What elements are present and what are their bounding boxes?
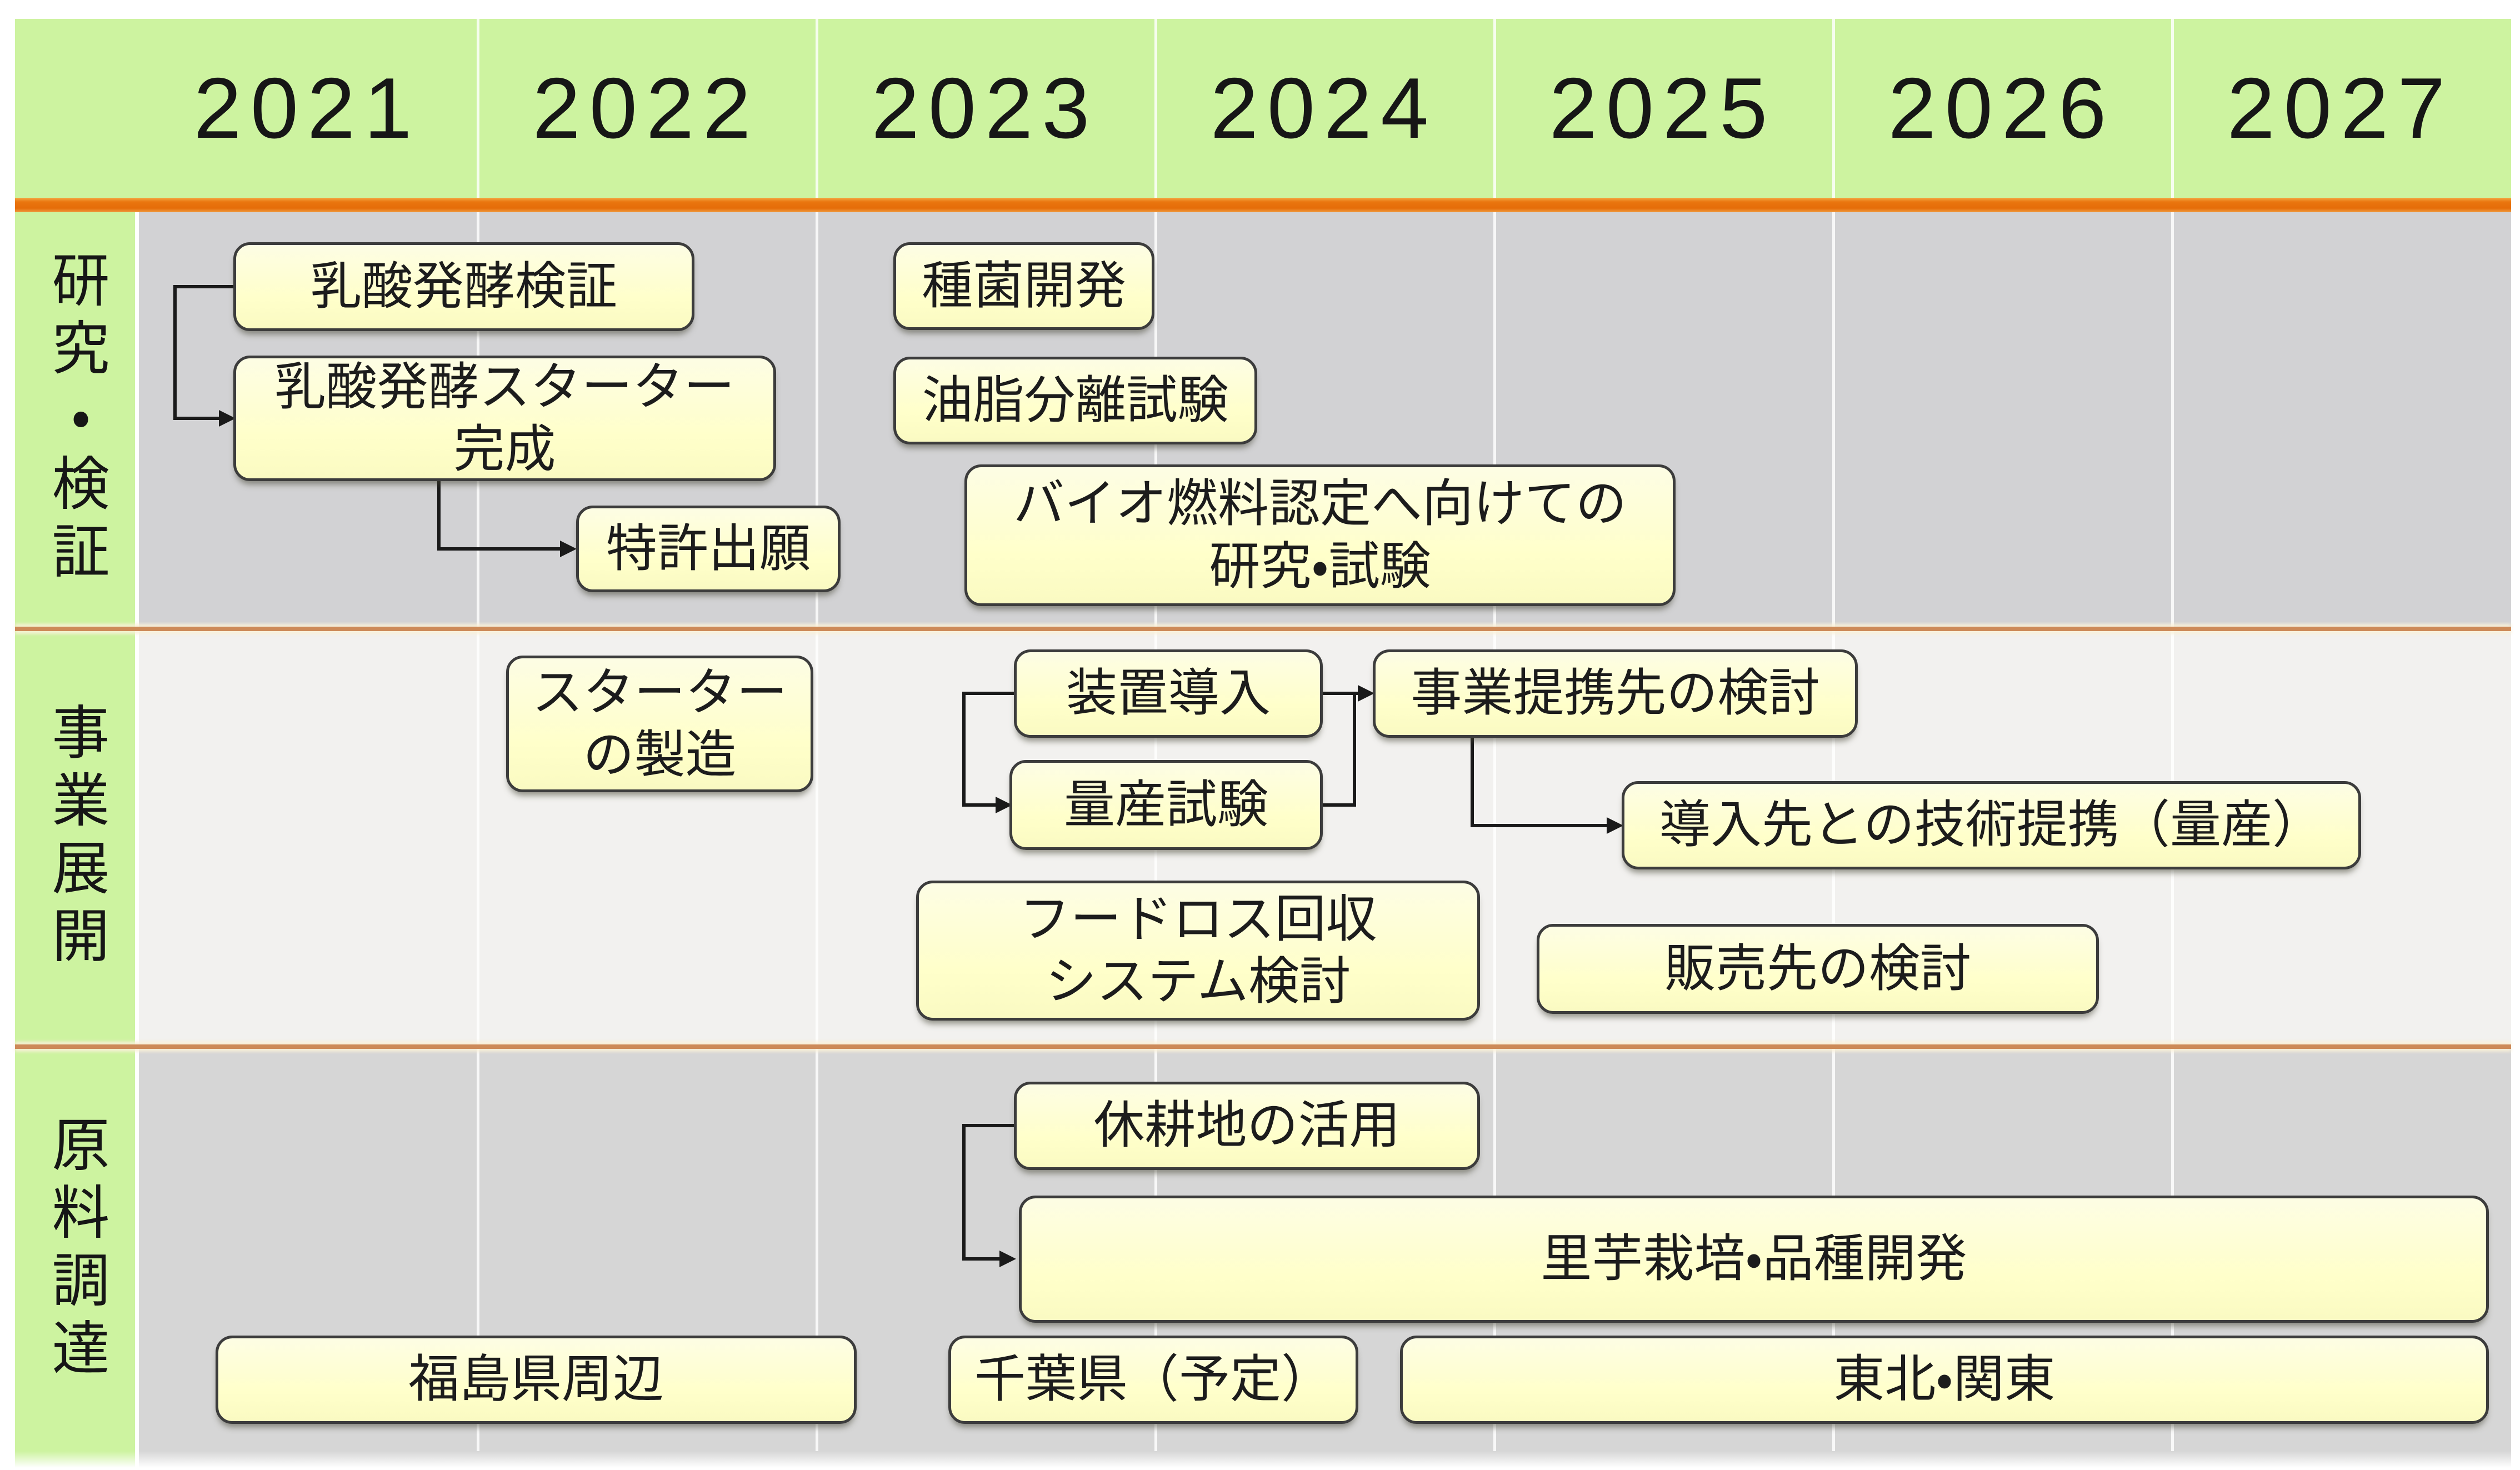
box-label: 事業提携先の検討: [1411, 665, 1820, 722]
box-equipment-introduction: 装置導入: [1014, 649, 1323, 738]
box-oil-separation-test: 油脂分離試験: [893, 357, 1257, 444]
box-label: 導入先との技術提携（量産）: [1659, 797, 2324, 854]
bottom-fade: [139, 1451, 2511, 1468]
box-label: 乳酸発酵検証: [310, 258, 617, 315]
box-label: フードロス回収 システム検討: [1019, 891, 1377, 1010]
connector-arrow: [962, 1124, 1016, 1267]
row-header-raw-material-procurement: 原料調達: [15, 1049, 135, 1451]
box-lactic-starter-complete: 乳酸発酵スターター 完成: [233, 356, 776, 481]
box-tech-partnership-mass-production: 導入先との技術提携（量産）: [1622, 781, 2361, 869]
year-header-2022: 2022: [532, 60, 760, 156]
year-header-2027: 2027: [2227, 60, 2454, 156]
connector-arrow: [1471, 738, 1623, 834]
year-header-2021: 2021: [193, 60, 421, 156]
connector-arrow: [173, 285, 236, 427]
box-taro-cultivation-breeding: 里芋栽培・品種開発: [1019, 1196, 2489, 1323]
box-label: 装置導入: [1066, 665, 1271, 722]
bottom-fade: [15, 1451, 135, 1468]
year-header-band: [15, 19, 2511, 198]
row-label-raw-material-procurement: 原料調達: [43, 1114, 107, 1386]
row-separator: [15, 1044, 2511, 1049]
box-label: バイオ燃料認定へ向けての 研究・試験: [1013, 476, 1627, 595]
box-fallow-land-use: 休耕地の活用: [1014, 1082, 1480, 1170]
row-label-business-development: 事業展開: [43, 702, 107, 973]
column-separator: [2171, 19, 2174, 1451]
box-label: スターター の製造: [532, 664, 788, 783]
box-seed-culture-development: 種菌開発: [893, 242, 1154, 330]
connector-arrow: [962, 692, 1014, 813]
box-label: 休耕地の活用: [1093, 1097, 1401, 1154]
box-business-partner-study: 事業提携先の検討: [1373, 649, 1858, 738]
box-label: 東北・関東: [1833, 1351, 2056, 1408]
box-food-loss-collection-system: フードロス回収 システム検討: [916, 881, 1480, 1021]
box-chiba-planned: 千葉県（予定）: [948, 1336, 1358, 1424]
box-label: 販売先の検討: [1664, 940, 1971, 997]
box-sales-channel-study: 販売先の検討: [1537, 924, 2099, 1014]
connector-arrow: [1323, 685, 1374, 807]
column-separator: [477, 19, 479, 1451]
connector-arrow: [437, 481, 577, 557]
row-separator: [15, 627, 2511, 631]
year-header-2023: 2023: [871, 60, 1099, 156]
box-label: 量産試験: [1063, 776, 1268, 833]
year-header-2024: 2024: [1210, 60, 1438, 156]
box-label: 特許出願: [606, 520, 811, 577]
box-label: 乳酸発酵スターター 完成: [274, 358, 735, 478]
year-header-2026: 2026: [1888, 60, 2116, 156]
box-starter-manufacturing: スターター の製造: [506, 656, 813, 792]
row-label-research-verification: 研究・検証: [43, 250, 107, 589]
header-accent-bar: [15, 198, 2511, 212]
box-patent-application: 特許出願: [576, 506, 841, 592]
box-label: 種菌開発: [921, 257, 1126, 314]
box-fukushima-area: 福島県周辺: [216, 1336, 857, 1424]
column-separator: [816, 19, 818, 1451]
box-label: 里芋栽培・品種開発: [1541, 1231, 1967, 1288]
box-biofuel-certification-research: バイオ燃料認定へ向けての 研究・試験: [964, 464, 1676, 606]
box-label: 油脂分離試験: [922, 372, 1229, 429]
box-tohoku-kanto: 東北・関東: [1400, 1336, 2489, 1424]
year-header-2025: 2025: [1549, 60, 1777, 156]
box-lactic-fermentation-verification: 乳酸発酵検証: [233, 242, 694, 331]
box-label: 福島県周辺: [408, 1351, 664, 1408]
box-mass-production-test: 量産試験: [1009, 760, 1323, 850]
box-label: 千葉県（予定）: [974, 1351, 1332, 1408]
row-header-research-verification: 研究・検証: [15, 212, 135, 627]
row-header-business-development: 事業展開: [15, 631, 135, 1044]
